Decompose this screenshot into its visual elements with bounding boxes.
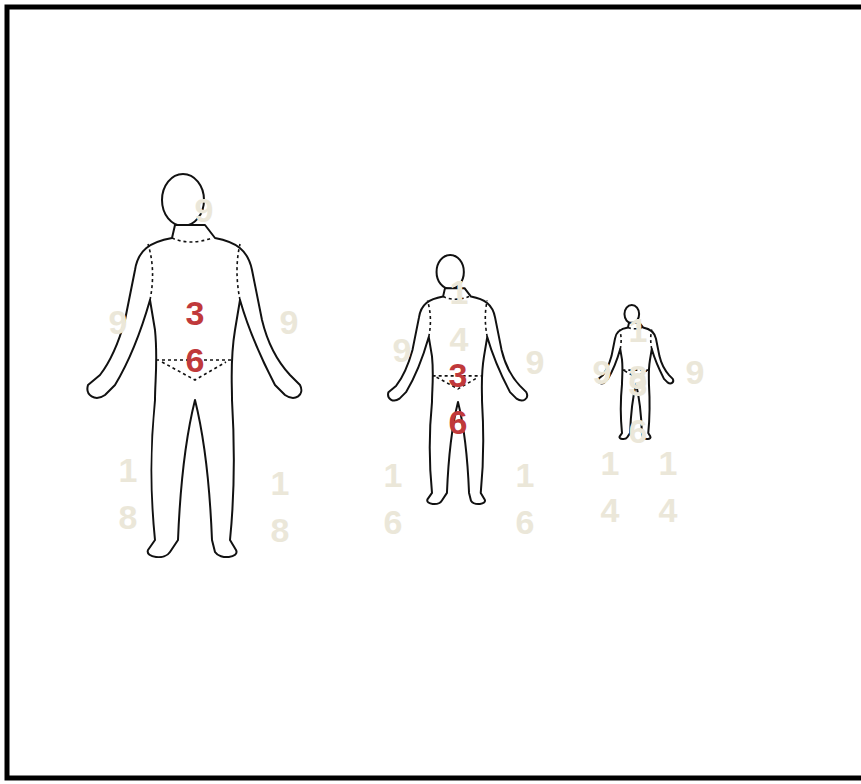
percentage-label: 36 (627, 361, 649, 455)
percentage-label: 9 (591, 349, 613, 396)
percentage-label: 14 (657, 440, 679, 534)
percentage-label: 14 (599, 440, 621, 534)
percentage-label: 36 (447, 352, 469, 446)
child-figure (388, 255, 527, 504)
percentage-label: 16 (514, 452, 536, 546)
percentage-label: 9 (391, 327, 413, 374)
percentage-label: 9 (193, 187, 215, 234)
percentage-label: 18 (269, 460, 291, 554)
percentage-label: 9 (684, 349, 706, 396)
frame-border (7, 7, 861, 778)
percentage-label: 36 (184, 290, 206, 384)
percentage-label: 9 (278, 299, 300, 346)
percentage-label: 16 (382, 452, 404, 546)
percentage-label: 18 (117, 447, 139, 541)
percentage-label: 14 (448, 269, 470, 363)
percentage-label: 9 (524, 339, 546, 386)
percentage-label: 9 (107, 299, 129, 346)
adult-figure (87, 174, 301, 557)
